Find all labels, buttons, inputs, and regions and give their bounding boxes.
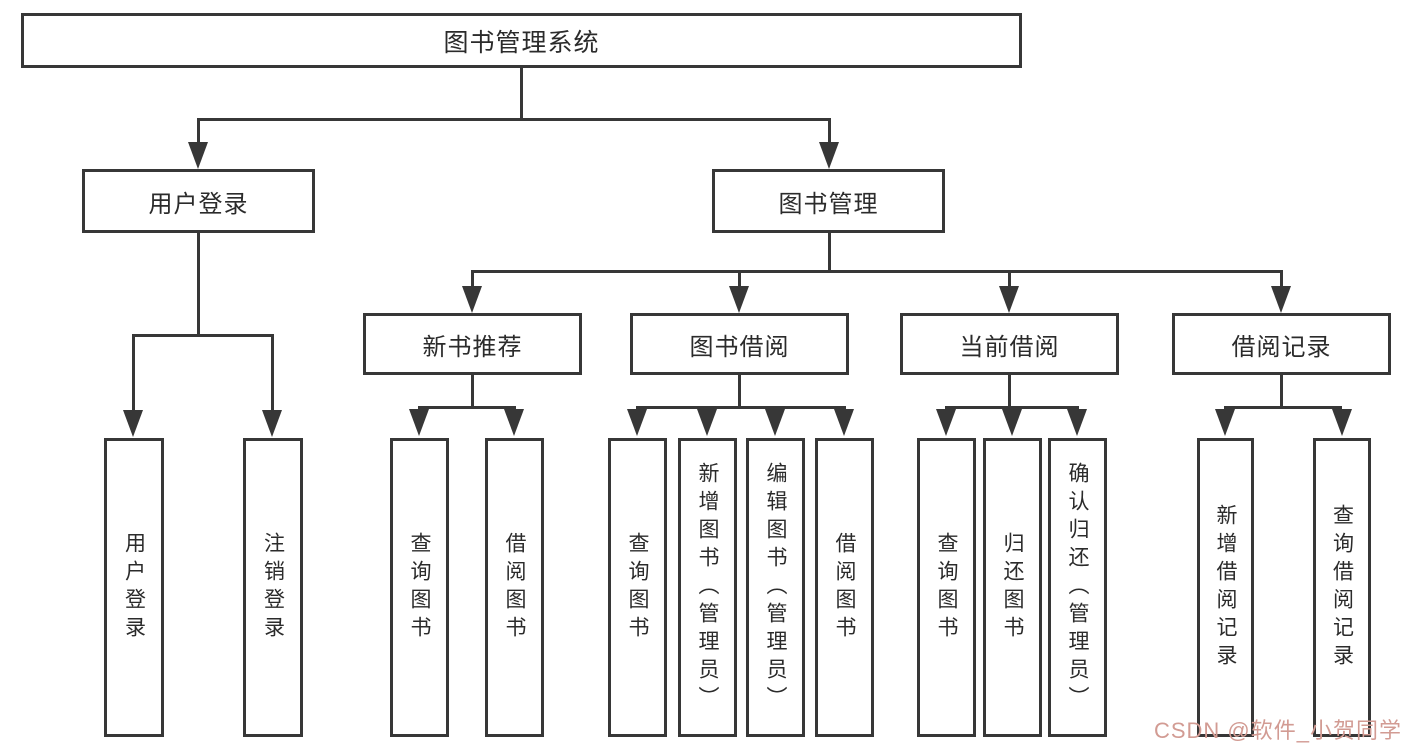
connector-root-stem <box>520 68 523 120</box>
leaf-edit-book-admin: 编辑图书（管理员） <box>746 438 805 737</box>
connector-drop-current-borrow <box>1008 272 1011 290</box>
connector-group5-bar <box>1224 406 1342 409</box>
node-label: 当前借阅 <box>959 333 1060 361</box>
arrowhead-g2-query-book <box>409 409 429 436</box>
leaf-add-borrow-record: 新增借阅记录 <box>1197 438 1254 737</box>
leaf-logout: 注销登录 <box>243 438 303 737</box>
connector-level3-bar <box>471 270 1283 273</box>
leaf-label: 查询图书 <box>626 531 649 644</box>
node-new-book-recommend: 新书推荐 <box>363 313 582 375</box>
connector-group4-bar <box>945 406 1079 409</box>
arrowhead-g5-query-record <box>1332 409 1352 436</box>
leaf-confirm-return-admin: 确认归还（管理员） <box>1048 438 1107 737</box>
csdn-watermark: CSDN @软件_小贺同学 <box>1153 718 1402 743</box>
arrowhead-g4-return-book <box>1002 409 1022 436</box>
connector-book-mgmt-stem <box>828 233 831 272</box>
leaf-label: 用户登录 <box>122 531 146 644</box>
arrowhead-g2-borrow-book <box>504 409 524 436</box>
node-label: 借阅记录 <box>1231 333 1332 361</box>
connector-drop-user-login <box>197 120 200 152</box>
arrowhead-leaf-user-login <box>123 410 143 437</box>
arrowhead-g3-query-book <box>627 409 647 436</box>
connector-group1-drop-1 <box>132 336 135 414</box>
connector-user-login-stem <box>197 233 200 336</box>
arrowhead-g5-add-record <box>1215 409 1235 436</box>
connector-book-borrow-stem <box>738 375 741 408</box>
leaf-return-book: 归还图书 <box>983 438 1042 737</box>
leaf-label: 注销登录 <box>261 531 285 644</box>
node-label: 图书管理 <box>778 190 879 218</box>
connector-drop-book-borrow <box>738 272 741 290</box>
node-current-borrowing: 当前借阅 <box>900 313 1119 375</box>
arrowhead-records <box>1271 286 1291 313</box>
connector-group1-drop-2 <box>271 336 274 414</box>
node-borrow-records: 借阅记录 <box>1172 313 1391 375</box>
leaf-query-book-2: 查询图书 <box>608 438 667 737</box>
connector-group1-bar <box>132 334 274 337</box>
leaf-user-login: 用户登录 <box>104 438 164 737</box>
arrowhead-g3-add-book <box>697 409 717 436</box>
leaf-label: 新增借阅记录 <box>1214 503 1237 672</box>
connector-level2-bar <box>197 118 831 121</box>
leaf-query-book-1: 查询图书 <box>390 438 449 737</box>
leaf-label: 借阅图书 <box>833 531 856 644</box>
leaf-label: 编辑图书（管理员） <box>764 461 787 714</box>
arrowhead-leaf-logout <box>262 410 282 437</box>
arrowhead-current-borrow <box>999 286 1019 313</box>
arrowhead-book-borrow <box>729 286 749 313</box>
node-label: 新书推荐 <box>422 333 523 361</box>
node-label: 图书管理系统 <box>443 28 600 57</box>
connector-drop-new-book <box>471 272 474 290</box>
leaf-label: 借阅图书 <box>503 531 526 644</box>
leaf-query-borrow-record: 查询借阅记录 <box>1313 438 1371 737</box>
connector-drop-records <box>1280 272 1283 290</box>
leaf-label: 确认归还（管理员） <box>1066 461 1089 714</box>
leaf-add-book-admin: 新增图书（管理员） <box>678 438 737 737</box>
connector-drop-book-mgmt <box>828 120 831 152</box>
leaf-borrow-book-2: 借阅图书 <box>815 438 874 737</box>
leaf-label: 新增图书（管理员） <box>696 461 719 714</box>
arrowhead-g3-edit-book <box>765 409 785 436</box>
connector-current-borrow-stem <box>1008 375 1011 408</box>
leaf-label: 归还图书 <box>1001 531 1024 644</box>
arrowhead-g3-borrow-book <box>834 409 854 436</box>
arrowhead-new-book <box>462 286 482 313</box>
leaf-query-book-3: 查询图书 <box>917 438 976 737</box>
node-user-login: 用户登录 <box>82 169 315 233</box>
node-label: 用户登录 <box>148 190 249 218</box>
arrowhead-g4-query-book <box>936 409 956 436</box>
arrowhead-user-login <box>188 142 208 169</box>
leaf-label: 查询借阅记录 <box>1330 503 1354 672</box>
connector-records-stem <box>1280 375 1283 408</box>
arrowhead-book-mgmt <box>819 142 839 169</box>
leaf-borrow-book-1: 借阅图书 <box>485 438 544 737</box>
leaf-label: 查询图书 <box>408 531 431 644</box>
connector-group2-bar <box>418 406 516 409</box>
node-library-management-system: 图书管理系统 <box>21 13 1022 68</box>
connector-group3-bar <box>636 406 846 409</box>
leaf-label: 查询图书 <box>935 531 958 644</box>
connector-new-book-stem <box>471 375 474 408</box>
arrowhead-g4-confirm-return <box>1067 409 1087 436</box>
node-book-borrowing: 图书借阅 <box>630 313 849 375</box>
node-label: 图书借阅 <box>689 333 790 361</box>
node-book-management: 图书管理 <box>712 169 945 233</box>
